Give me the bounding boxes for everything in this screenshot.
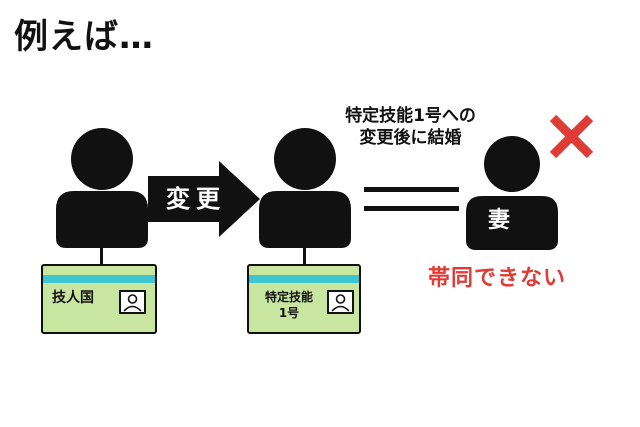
residence-card-2 xyxy=(247,264,361,334)
card-2-label-line-1: 特定技能 xyxy=(264,290,313,304)
wife-icon xyxy=(466,136,558,250)
person-2-icon xyxy=(259,128,351,266)
person-1-icon xyxy=(56,128,148,266)
residence-card-1 xyxy=(41,264,157,334)
cross-icon xyxy=(549,114,594,159)
page-title: 例えば… xyxy=(14,17,154,57)
equals-sign xyxy=(364,187,459,211)
card-2-label: 特定技能 1号 xyxy=(254,289,324,321)
id-photo-icon xyxy=(119,290,146,314)
marriage-note-line-1: 特定技能1号への xyxy=(345,106,476,126)
change-arrow xyxy=(148,161,260,237)
card-2-label-line-2: 1号 xyxy=(278,306,300,320)
id-photo-icon xyxy=(327,290,354,314)
card-1-label: 技人国 xyxy=(52,290,94,306)
marriage-note: 特定技能1号への 変更後に結婚 xyxy=(318,105,503,149)
wife-label: 妻 xyxy=(488,208,511,233)
cannot-accompany-label: 帯同できない xyxy=(428,266,567,291)
arrow-label: 変更 xyxy=(166,185,226,213)
marriage-note-line-2: 変更後に結婚 xyxy=(359,128,462,148)
